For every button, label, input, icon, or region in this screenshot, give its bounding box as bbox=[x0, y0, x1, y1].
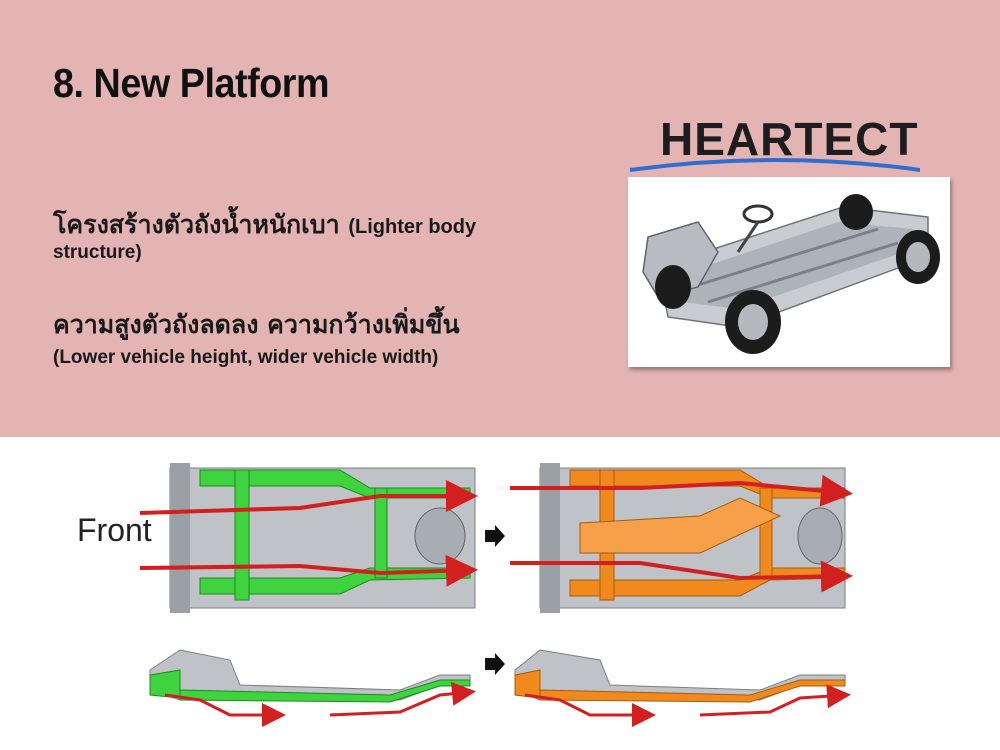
bullet-1-en: (Lighter body bbox=[348, 216, 477, 238]
logo-text: HEARTECT bbox=[660, 113, 919, 165]
bullet-2-en: (Lower vehicle height, wider vehicle wid… bbox=[53, 347, 439, 368]
bullet-1-en-cont: structure) bbox=[53, 242, 142, 263]
bullet-1-thai: โครงสร้างตัวถังน้ำหนักเบา bbox=[53, 210, 340, 239]
side-view-comparison bbox=[149, 649, 851, 727]
compare-arrow-icon bbox=[485, 525, 505, 547]
old-platform-top bbox=[140, 463, 478, 613]
compare-arrow-side-icon bbox=[485, 653, 505, 675]
top-view-comparison bbox=[140, 463, 853, 613]
bullet-2-thai: ความสูงตัวถังลดลง ความกว้างเพิ่มขึ้น bbox=[53, 310, 460, 339]
new-platform-side bbox=[514, 649, 851, 727]
logo-swoosh bbox=[630, 158, 920, 172]
chassis-illustration bbox=[642, 194, 940, 354]
heartect-logo: HEARTECT bbox=[630, 112, 920, 174]
chassis-photo bbox=[628, 177, 950, 367]
old-platform-side bbox=[149, 649, 476, 727]
front-label: Front bbox=[77, 512, 152, 548]
bullet-1: โครงสร้างตัวถังน้ำหนักเบา (Lighter body bbox=[53, 205, 476, 245]
new-platform-top bbox=[510, 463, 853, 613]
slide-title: 8. New Platform bbox=[53, 60, 330, 106]
